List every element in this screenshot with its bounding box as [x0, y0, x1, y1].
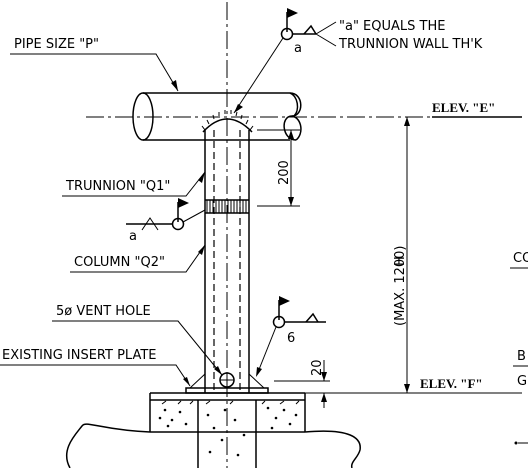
vent-hole-label: 5ø VENT HOLE — [56, 304, 151, 319]
concrete-base — [65, 392, 361, 468]
column-joint-weld — [205, 199, 249, 214]
dim-20 — [274, 360, 330, 408]
cut-label-co: CO — [513, 251, 528, 266]
weld-note-line1: "a" EQUALS THE — [339, 19, 445, 34]
elev-e-label: ELEV. "E" — [432, 100, 495, 115]
column — [204, 2, 250, 468]
dim-20-label: 20 — [310, 359, 325, 376]
elev-f-label: ELEV. "F" — [420, 376, 483, 391]
weld-symbol-top — [233, 8, 337, 114]
weld-symbol-mid — [126, 198, 206, 231]
weld-symbol-a-mid: a — [129, 229, 137, 244]
dim-h-label: H — [393, 256, 408, 266]
column-label: COLUMN "Q2" — [74, 255, 165, 270]
dim-200-label: 200 — [277, 160, 292, 185]
weld-symbol-6-label: 6 — [287, 331, 295, 346]
dim-max-label: (MAX. 1200) — [393, 245, 408, 326]
weld-symbol-a-top: a — [294, 41, 302, 56]
dim-200 — [257, 129, 300, 207]
trunnion-label: TRUNNION "Q1" — [65, 179, 170, 194]
cut-label-g: G — [517, 374, 527, 389]
existing-insert-plate-label: EXISTING INSERT PLATE — [2, 348, 157, 363]
dim-h — [404, 117, 410, 393]
weld-note-line2: TRUNNION WALL TH'K — [338, 37, 483, 52]
weld-symbol-6 — [256, 296, 326, 377]
pipe-size-label: PIPE SIZE "P" — [14, 37, 99, 52]
cut-label-b: B — [517, 349, 526, 364]
